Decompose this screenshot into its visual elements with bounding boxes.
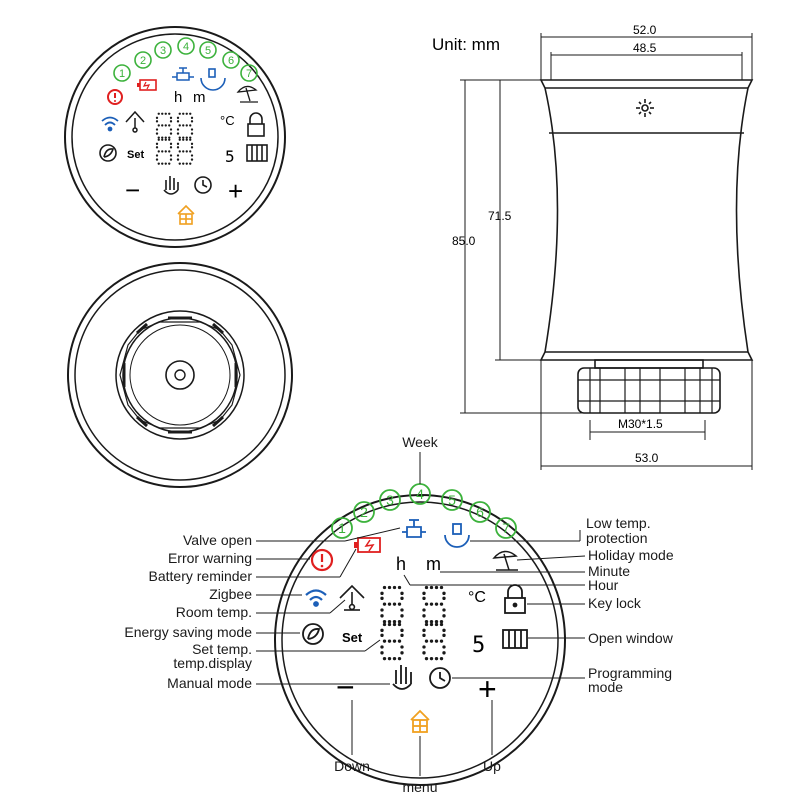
dim-thread: M30*1.5: [618, 417, 663, 431]
weekday-7-small: 7: [246, 68, 252, 80]
energy-saving-icon-small: [99, 144, 117, 162]
open-window-icon-small: [246, 144, 268, 162]
weekday-5-large: 5: [448, 492, 456, 508]
error-icon-large: [310, 548, 334, 572]
weekday-4-small: 4: [183, 41, 189, 53]
sun-icon: [636, 99, 654, 117]
valve-open-icon: [172, 67, 194, 81]
programming-icon-small: [194, 176, 212, 194]
label-key-lock: Key lock: [588, 595, 642, 611]
label-set-temp-2: temp.display: [173, 655, 252, 671]
celsius-symbol-small: °C: [220, 113, 235, 128]
dim-bottom-width: 53.0: [635, 451, 659, 465]
front-display-large: 1 2 3 4 5 6 7 h m °C 5 Set − +: [274, 483, 566, 786]
label-minute: Minute: [588, 563, 630, 579]
celsius-symbol-large: °C: [468, 589, 486, 606]
hour-symbol-large: h: [396, 554, 406, 574]
open-window-icon-large: [502, 629, 528, 649]
dim-total-height: 85.0: [452, 234, 476, 248]
low-temp-protection-icon-large: [444, 523, 470, 548]
zigbee-icon-large: [305, 589, 327, 607]
menu-home-icon-small: [177, 204, 195, 225]
leader-lines: [256, 452, 586, 776]
valve-open-icon-large: [402, 519, 426, 538]
dim-top-inner: 48.5: [633, 41, 657, 55]
weekday-3-large: 3: [386, 492, 394, 508]
dim-body-height: 71.5: [488, 209, 512, 223]
label-down: Down: [334, 758, 370, 774]
label-week: Week: [402, 434, 439, 450]
weekday-indicators-small: [113, 37, 258, 82]
set-label-small: Set: [127, 149, 144, 161]
label-open-window: Open window: [588, 630, 674, 646]
weekday-3-small: 3: [160, 45, 166, 57]
unit-label: Unit: mm: [432, 35, 500, 54]
room-temp-icon-large: [339, 584, 365, 611]
label-holiday-mode: Holiday mode: [588, 547, 674, 563]
weekday-6-small: 6: [228, 55, 234, 67]
holiday-icon-large: [492, 550, 518, 571]
label-set-temp-1: Set temp.: [192, 641, 252, 657]
weekday-1-small: 1: [119, 68, 125, 80]
label-manual-mode: Manual mode: [167, 675, 252, 691]
label-energy-saving: Energy saving mode: [124, 624, 252, 640]
menu-home-icon-large[interactable]: [410, 709, 430, 733]
battery-icon: [137, 79, 157, 91]
side-view: Unit: mm 52.0 48.5 71.5 85.0 M30*1.5 53.…: [432, 23, 754, 470]
label-up: Up: [483, 758, 501, 774]
label-menu: menu: [402, 779, 437, 795]
key-lock-icon-small: [247, 112, 265, 137]
weekday-7-large: 7: [502, 520, 510, 536]
hour-symbol-small: h: [174, 89, 182, 106]
set-label-large: Set: [342, 630, 363, 645]
weekday-4-large: 4: [416, 486, 424, 502]
battery-icon-large: [354, 537, 381, 553]
label-low-temp-1: Low temp.: [586, 515, 651, 531]
weekday-6-large: 6: [476, 504, 484, 520]
room-temp-icon-small: [125, 110, 145, 133]
zigbee-icon-small: [101, 116, 119, 132]
label-zigbee: Zigbee: [209, 586, 252, 602]
back-view: [67, 262, 293, 488]
down-button-large[interactable]: −: [336, 669, 355, 705]
label-programming-2: mode: [588, 679, 623, 695]
weekday-2-large: 2: [360, 504, 368, 520]
label-error-warning: Error warning: [168, 550, 252, 566]
thermostat-body: [539, 79, 754, 414]
label-low-temp-2: protection: [586, 530, 647, 546]
down-button-small[interactable]: −: [125, 175, 140, 205]
holiday-icon: [236, 85, 258, 103]
label-programming-1: Programming: [588, 665, 672, 681]
dim-top-outer: 52.0: [633, 23, 657, 37]
low-temp-protection-icon: [200, 68, 226, 91]
energy-saving-icon-large: [302, 623, 324, 645]
front-display-small: 1 2 3 4 5 6 7 h m °C 5 Set − +: [64, 26, 286, 248]
key-lock-icon-large: [504, 584, 526, 614]
manual-mode-icon-small: [163, 176, 179, 195]
label-room-temp: Room temp.: [176, 604, 252, 620]
seconds-digit-small: 5: [225, 147, 235, 166]
weekday-5-small: 5: [205, 45, 211, 57]
manual-mode-icon-large: [392, 665, 412, 690]
weekday-2-small: 2: [140, 55, 146, 67]
programming-icon-large: [429, 667, 451, 689]
up-button-small[interactable]: +: [228, 176, 243, 206]
weekday-1-large: 1: [338, 520, 346, 536]
seconds-digit-large: 5: [472, 633, 485, 658]
minute-symbol-large: m: [426, 554, 441, 574]
up-button-large[interactable]: +: [478, 671, 497, 707]
minute-symbol-small: m: [193, 89, 206, 106]
label-valve-open: Valve open: [183, 532, 252, 548]
label-battery-reminder: Battery reminder: [149, 568, 253, 584]
label-hour: Hour: [588, 577, 619, 593]
error-icon: [107, 89, 123, 105]
